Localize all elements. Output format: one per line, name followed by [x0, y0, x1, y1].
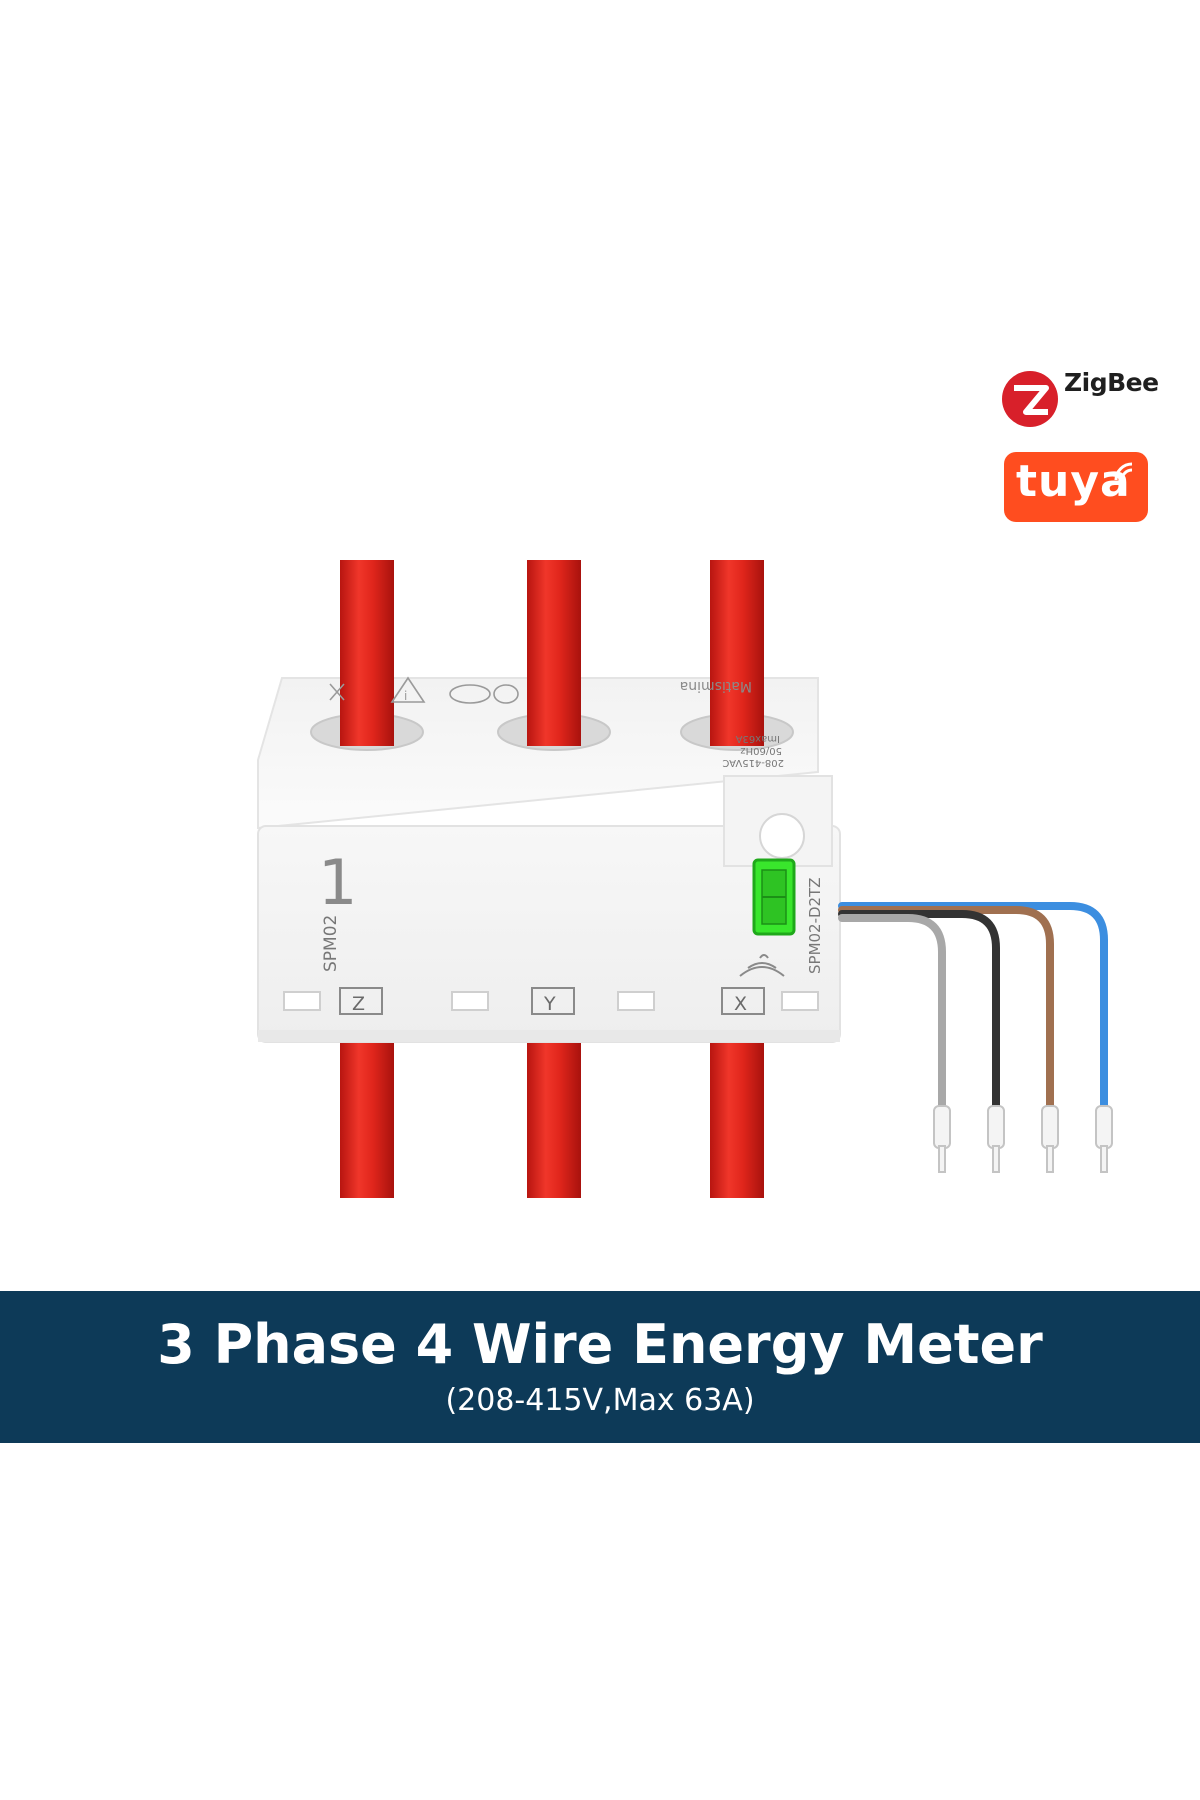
- zigbee-z-icon: [1002, 371, 1058, 427]
- banner-title: 3 Phase 4 Wire Energy Meter: [157, 1313, 1043, 1376]
- tuya-label: tuya: [1016, 456, 1131, 507]
- terminal-label-x: X: [734, 993, 747, 1015]
- terminal-labels: Z Y X: [339, 987, 765, 1015]
- model-label-side: SPM02-D2TZ: [806, 877, 824, 974]
- banner-subtitle: (208-415V,Max 63A): [445, 1383, 755, 1418]
- busbar-left-lower: [340, 1030, 394, 1198]
- busbar-middle-upper: [527, 560, 581, 746]
- phase-mark: 1: [318, 846, 357, 919]
- rating-line-3: Imax63A: [736, 733, 780, 744]
- terminal-label-z: Z: [352, 993, 365, 1015]
- wire-black: [838, 910, 1000, 1112]
- wire-ferrules: [933, 1105, 1113, 1173]
- zigbee-label: ZigBee: [1064, 368, 1159, 397]
- wifi-arc-icon: [1114, 462, 1133, 481]
- wire-grey: [838, 914, 946, 1112]
- busbar-right-upper: [710, 560, 764, 746]
- title-banner: 3 Phase 4 Wire Energy Meter (208-415V,Ma…: [0, 1291, 1200, 1443]
- busbar-middle-lower: [527, 1030, 581, 1198]
- wire-blue: [838, 902, 1108, 1112]
- terminal-slots: [283, 991, 819, 1011]
- terminal-box-z: [339, 987, 383, 1015]
- wire-brown: [838, 906, 1054, 1112]
- busbar-left-upper: [340, 560, 394, 746]
- model-label-vertical: SPM02: [321, 915, 341, 972]
- terminal-box-y: [531, 987, 575, 1015]
- rating-print: 208-415VAC 50/60Hz Imax63A: [722, 733, 784, 768]
- tuya-logo: tuya: [1004, 452, 1148, 522]
- cable-bundle: [838, 902, 1108, 1112]
- wireless-icon: [739, 954, 785, 977]
- busbar-right-lower: [710, 1030, 764, 1198]
- brand-print: Matismina: [680, 678, 752, 694]
- terminal-label-y: Y: [543, 993, 556, 1015]
- top-face-symbols: i: [329, 676, 519, 704]
- rating-line-1: 208-415VAC: [722, 757, 784, 768]
- rating-line-2: 50/60Hz: [740, 745, 782, 756]
- meter-body: [257, 677, 841, 1043]
- terminal-box-x: [721, 987, 765, 1015]
- zigbee-logo: ZigBee: [1000, 364, 1160, 434]
- svg-text:i: i: [404, 689, 407, 703]
